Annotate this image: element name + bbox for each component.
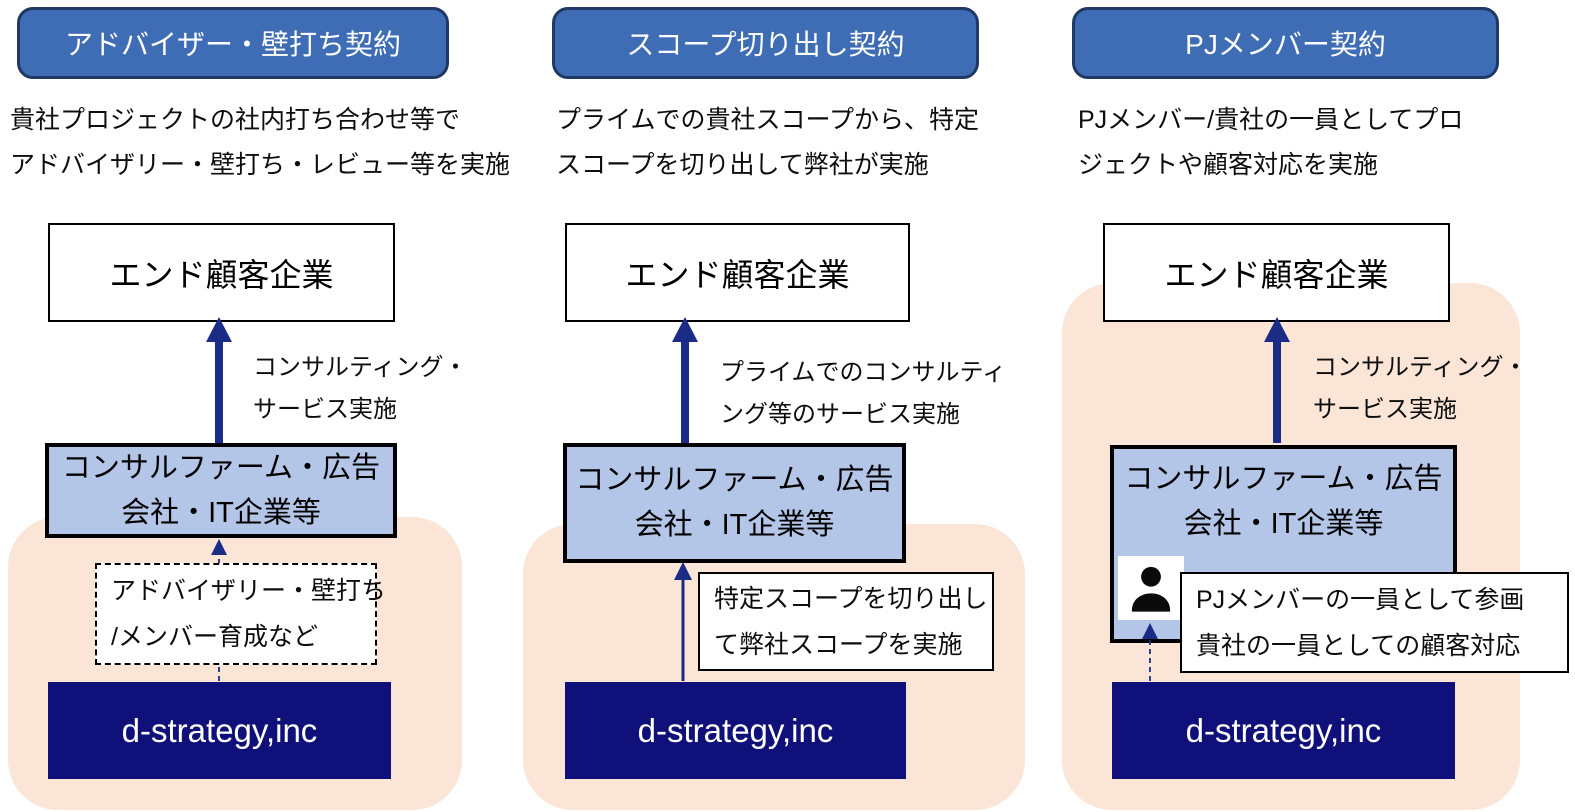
column-description: 貴社プロジェクトの社内打ち合わせ等で アドバイザリー・壁打ち・レビュー等を実施	[10, 106, 511, 179]
column-description: PJメンバー/貴社の一員としてプロ ジェクトや顧客対応を実施	[1078, 106, 1464, 179]
service-arrow-label: コンサルティング・ サービス実施	[253, 354, 468, 423]
end-customer-box: エンド顧客企業	[48, 223, 395, 322]
service-arrow-col1	[206, 317, 232, 443]
service-arrow-label: プライムでのコンサルティ ング等のサービス実施	[720, 359, 1007, 428]
company-box: d-strategy,inc	[565, 682, 906, 779]
contract-header-label: スコープ切り出し契約	[626, 29, 905, 60]
scope-note-box: 特定スコープを切り出し て弊社スコープを実施	[698, 572, 994, 671]
pj-member-note-box: PJメンバーの一員として参画 貴社の一員としての顧客対応	[1180, 572, 1569, 673]
service-arrow-label: コンサルティング・ サービス実施	[1313, 354, 1528, 423]
advisory-note-box: アドバイザリー・壁打ち /メンバー育成など	[95, 563, 386, 665]
contract-header-pj-member: PJメンバー契約	[1072, 7, 1499, 79]
person-icon	[1118, 556, 1184, 620]
contract-header-label: PJメンバー契約	[1185, 29, 1386, 60]
contract-header-label: アドバイザー・壁打ち契約	[64, 29, 401, 60]
contract-header-scope: スコープ切り出し契約	[552, 7, 979, 79]
end-customer-box: エンド顧客企業	[565, 223, 910, 322]
service-arrow-col2	[672, 317, 698, 443]
contract-header-advisor: アドバイザー・壁打ち契約	[17, 7, 449, 79]
consulting-firm-box: コンサルファーム・広告 会社・IT企業等	[45, 443, 397, 538]
column-description: プライムでの貴社スコープから、特定 スコープを切り出して弊社が実施	[556, 106, 980, 179]
company-box: d-strategy,inc	[1112, 682, 1455, 779]
consulting-firm-box: コンサルファーム・広告 会社・IT企業等	[563, 443, 906, 563]
company-box: d-strategy,inc	[48, 682, 391, 779]
end-customer-box: エンド顧客企業	[1103, 223, 1450, 322]
